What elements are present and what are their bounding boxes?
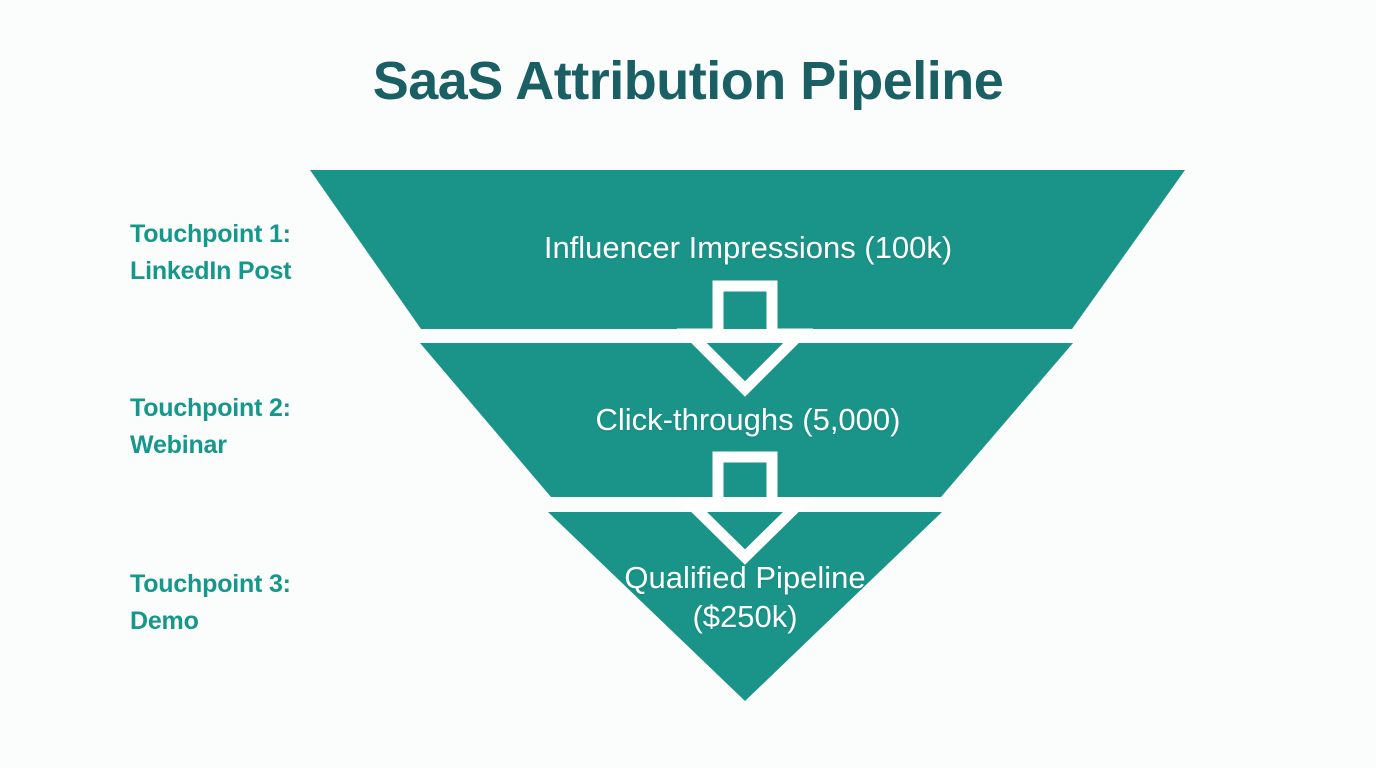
funnel-stage-2-value: Click-throughs (5,000) [448,400,1048,439]
touchpoint-1-line1: Touchpoint 1: [130,220,291,248]
funnel-stage-3-shape[interactable] [548,512,942,701]
touchpoint-2-line2: Webinar [130,430,227,459]
funnel-stage-2-value-line1: Click-throughs (5,000) [595,402,901,437]
touchpoint-2-line1: Touchpoint 2: [130,394,291,422]
funnel-stage-3-value: Qualified Pipeline ($250k) [545,558,945,637]
arrow-stage2-to-stage3-icon [676,451,814,565]
touchpoint-1-line2: LinkedIn Post [130,256,292,285]
funnel-stage-1-value: Influencer Impressions (100k) [448,228,1048,267]
touchpoint-3-line1: Touchpoint 3: [130,570,291,598]
funnel-stage-3-value-line1: Qualified Pipeline [624,560,866,595]
page-title: SaaS Attribution Pipeline [372,51,1004,111]
funnel-stage-2-shape[interactable] [420,343,1073,497]
funnel-stage-1-shape[interactable] [310,170,1185,329]
sidebar-item-touchpoint-1[interactable]: Touchpoint 1: LinkedIn Post [130,216,395,289]
arrow-stage1-to-stage2-icon [676,280,814,397]
funnel-stage-1-value-line1: Influencer Impressions (100k) [543,230,953,265]
touchpoint-3-line2: Demo [130,606,199,635]
funnel-stage-3-value-line2: ($250k) [692,599,798,635]
sidebar-item-touchpoint-2[interactable]: Touchpoint 2: Webinar [130,390,395,463]
sidebar-item-touchpoint-3[interactable]: Touchpoint 3: Demo [130,566,395,639]
